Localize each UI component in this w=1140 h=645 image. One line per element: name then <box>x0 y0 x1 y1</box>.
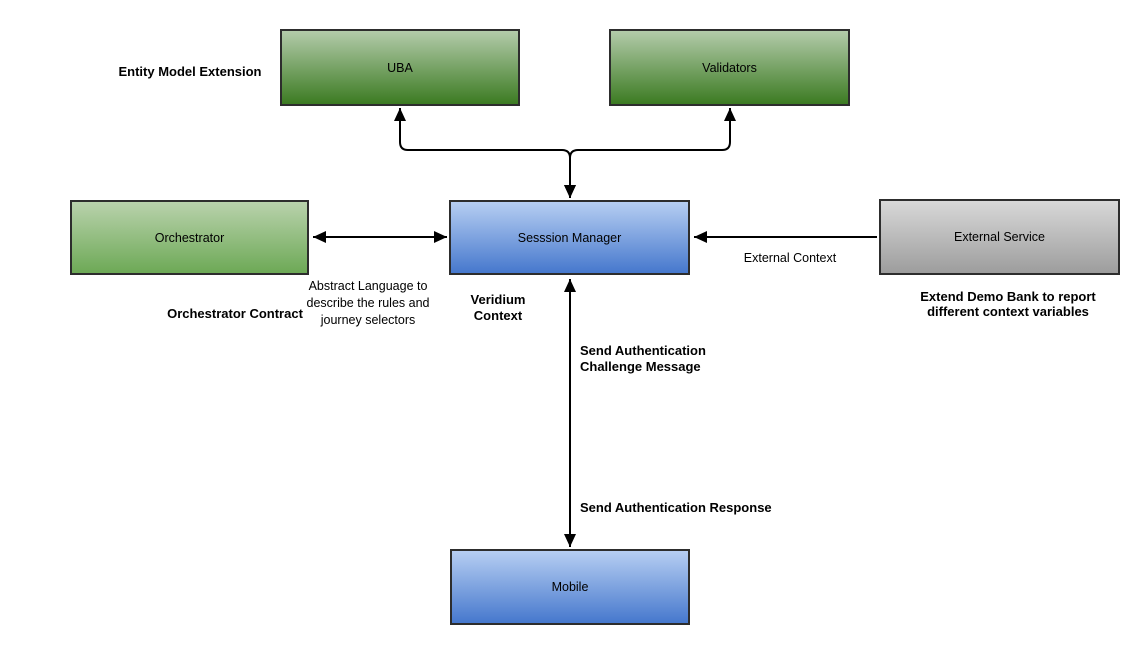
node-orchestrator: Orchestrator <box>70 200 309 275</box>
label-send-auth-challenge: Send Authentication Challenge Message <box>580 343 706 374</box>
label-extend-demo-bank: Extend Demo Bank to report different con… <box>920 289 1096 319</box>
node-validators-label: Validators <box>702 60 757 75</box>
label-external-context: External Context <box>743 251 837 265</box>
node-session-manager: Sesssion Manager <box>449 200 690 275</box>
arrow-session-to-uba <box>394 108 576 198</box>
node-uba-label: UBA <box>387 60 413 75</box>
arrow-session-to-validators <box>564 108 736 198</box>
node-validators: Validators <box>609 29 850 106</box>
label-send-auth-response: Send Authentication Response <box>580 500 772 515</box>
node-external-service-label: External Service <box>953 230 1045 244</box>
node-orchestrator-label: Orchestrator <box>154 230 225 245</box>
label-veridium-context: Veridium Context <box>470 292 526 323</box>
node-uba: UBA <box>280 29 520 106</box>
node-mobile-label: Mobile <box>551 580 589 594</box>
node-session-manager-label: Sesssion Manager <box>517 230 622 245</box>
label-abstract-language: Abstract Language to describe the rules … <box>306 279 430 327</box>
node-external-service: External Service <box>879 199 1120 275</box>
node-mobile: Mobile <box>450 549 690 625</box>
label-entity-model-extension: Entity Model Extension <box>118 64 262 79</box>
label-orchestrator-contract: Orchestrator Contract <box>167 306 303 321</box>
